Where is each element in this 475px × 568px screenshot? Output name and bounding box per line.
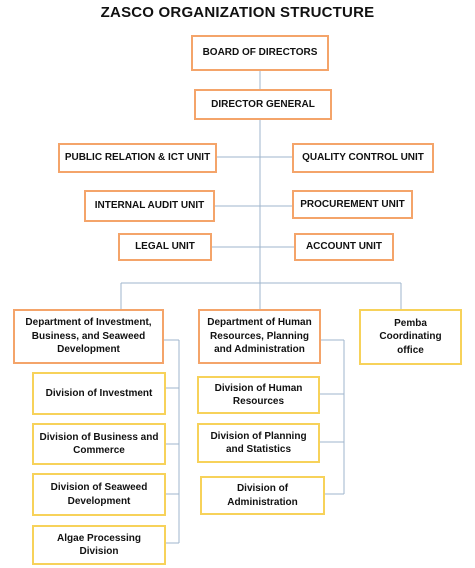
legal-unit-box: LEGAL UNIT [118,233,212,261]
internal-audit-unit-label: INTERNAL AUDIT UNIT [94,200,205,212]
public-relation-unit-box: PUBLIC RELATION & ICT UNIT [58,143,217,173]
procurement-unit-box: PROCUREMENT UNIT [292,190,413,219]
division-investment-box: Division of Investment [32,372,166,415]
division-seaweed-box: Division of Seaweed Development [32,473,166,516]
public-relation-unit-label: PUBLIC RELATION & ICT UNIT [64,152,211,164]
division-human-resources-label: Division of Human Resources [214,382,303,408]
board-of-directors-label: BOARD OF DIRECTORS [202,47,318,59]
division-planning-label: Division of Planning and Statistics [210,430,307,456]
director-general-label: DIRECTOR GENERAL [211,98,315,110]
chart-title: ZASCO ORGANIZATION STRUCTURE [100,4,375,21]
department-investment-box: Department of Investment, Business, and … [13,309,164,364]
division-human-resources-box: Division of Human Resources [197,376,320,414]
division-administration-label: Division of Administration [227,483,298,508]
division-algae-box: Algae Processing Division [32,525,166,565]
division-investment-label: Division of Investment [45,387,153,399]
procurement-unit-label: PROCUREMENT UNIT [300,198,405,210]
division-algae-label: Algae Processing Division [57,532,141,558]
director-general-box: DIRECTOR GENERAL [194,89,332,120]
department-hr-box: Department of Human Resources, Planning … [198,309,321,364]
quality-control-unit-box: QUALITY CONTROL UNIT [292,143,434,173]
division-business-label: Division of Business and Commerce [39,431,159,457]
board-of-directors-box: BOARD OF DIRECTORS [191,35,329,71]
internal-audit-unit-box: INTERNAL AUDIT UNIT [84,190,215,222]
quality-control-unit-label: QUALITY CONTROL UNIT [302,152,424,164]
account-unit-box: ACCOUNT UNIT [294,233,394,261]
division-business-box: Division of Business and Commerce [32,423,166,465]
division-seaweed-label: Division of Seaweed Development [50,482,148,507]
division-planning-box: Division of Planning and Statistics [197,423,320,463]
pemba-office-label: Pemba Coordinating office [379,317,442,356]
department-investment-label: Department of Investment, Business, and … [25,317,152,356]
division-administration-box: Division of Administration [200,476,325,515]
department-hr-label: Department of Human Resources, Planning … [207,317,312,356]
pemba-office-box: Pemba Coordinating office [359,309,462,365]
legal-unit-label: LEGAL UNIT [135,241,195,253]
account-unit-label: ACCOUNT UNIT [305,241,383,253]
